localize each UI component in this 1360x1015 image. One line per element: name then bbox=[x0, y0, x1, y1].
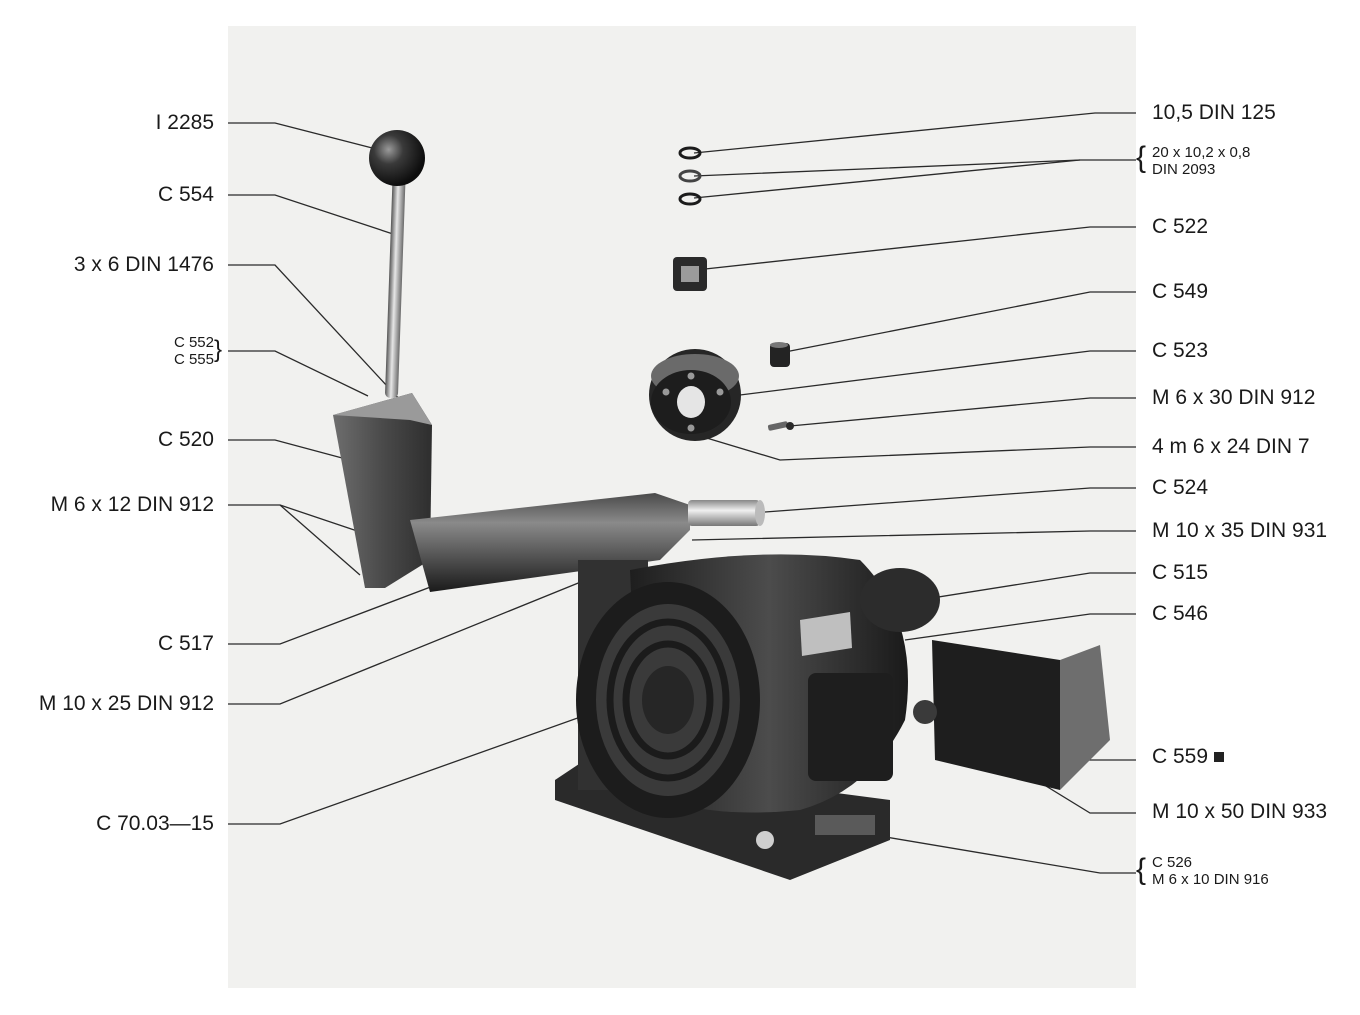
label-c-555: C 555 bbox=[173, 351, 214, 368]
label-washer-dimensions: 20 x 10,2 x 0,8 bbox=[1152, 144, 1251, 161]
label-m6x10-din-916: M 6 x 10 DIN 916 bbox=[1152, 871, 1269, 888]
label-c-517: C 517 bbox=[157, 632, 214, 655]
label-c-523: C 523 bbox=[1152, 339, 1209, 362]
hand-lever-assembly bbox=[333, 130, 765, 592]
label-m6x30-din-912: M 6 x 30 DIN 912 bbox=[1152, 386, 1316, 409]
label-m10x35-din-931: M 10 x 35 DIN 931 bbox=[1152, 519, 1328, 542]
brace-c-552-555: } bbox=[214, 336, 223, 363]
brace-washer: { bbox=[1136, 141, 1147, 174]
label-i-2285: I 2285 bbox=[155, 111, 214, 134]
label-din-2093: DIN 2093 bbox=[1152, 161, 1216, 178]
leader-lines bbox=[228, 112, 1136, 874]
label-c-520: C 520 bbox=[157, 428, 214, 451]
label-m6x12-din-912: M 6 x 12 DIN 912 bbox=[50, 493, 214, 516]
label-c-549: C 549 bbox=[1152, 280, 1209, 303]
label-c-546: C 546 bbox=[1152, 602, 1209, 625]
label-c-559-text: C 559 bbox=[1152, 745, 1209, 768]
label-m6x24-din-7: 4 m 6 x 24 DIN 7 bbox=[1152, 435, 1310, 458]
label-c-515: C 515 bbox=[1152, 561, 1209, 584]
label-c-526: C 526 bbox=[1152, 854, 1193, 871]
label-m10x50-din-933: M 10 x 50 DIN 933 bbox=[1152, 800, 1328, 823]
label-c-559: C 559 bbox=[1152, 745, 1225, 769]
label-pin-3x6-din-1476: 3 x 6 DIN 1476 bbox=[73, 253, 214, 276]
exploded-small-parts bbox=[649, 146, 794, 441]
label-c-554: C 554 bbox=[157, 183, 214, 206]
label-c-552: C 552 bbox=[173, 334, 214, 351]
label-c-70-03-15: C 70.03—15 bbox=[96, 812, 214, 835]
label-c-524: C 524 bbox=[1152, 476, 1209, 499]
black-square-marker-icon bbox=[1214, 752, 1225, 762]
label-10-5-din-125: 10,5 DIN 125 bbox=[1152, 101, 1276, 124]
motor-gearbox-assembly bbox=[555, 554, 1110, 880]
label-m10x25-din-912: M 10 x 25 DIN 912 bbox=[38, 692, 214, 715]
label-c-522: C 522 bbox=[1152, 215, 1209, 238]
brace-c-526: { bbox=[1136, 853, 1147, 886]
